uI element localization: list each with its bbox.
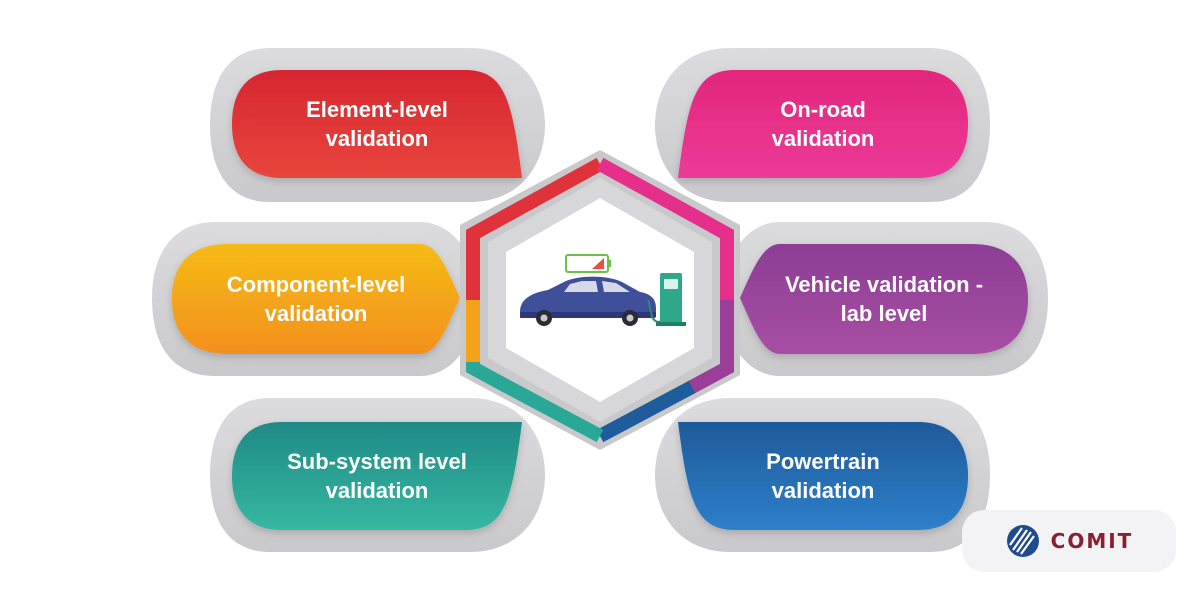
logo-text: COMIT [1050,529,1134,553]
item-vehicle-validation-lab-label: Vehicle validation - lab level [784,272,984,326]
hub-segment-right [686,300,734,395]
pill-sub-system [232,422,522,530]
pill-vehicle-lab [740,244,1028,354]
pills [172,70,1028,530]
item-powertrain-label: Powertrain validation [766,449,880,503]
hub [460,150,740,450]
item-on-road-label: On-road validation [771,97,875,151]
hub-segment-top-left [466,157,604,302]
pill-component-level [172,244,460,354]
electric-car-charging-icon [520,254,686,326]
item-element-level-label: Element-level validation [306,97,448,151]
hub-segment-bottom-left [466,360,604,443]
pill-element-level [232,70,522,178]
pill-on-road [678,70,968,178]
comit-globe-logo-icon [1006,525,1039,557]
pill-powertrain [678,422,968,530]
item-sub-system-level-label: Sub-system level validation [287,449,467,503]
hub-segment-bottom-right [596,380,696,443]
hub-segment-top-right [596,157,734,302]
comit-logo: COMIT [962,510,1176,572]
item-component-level-label: Component-level validation [226,272,406,326]
